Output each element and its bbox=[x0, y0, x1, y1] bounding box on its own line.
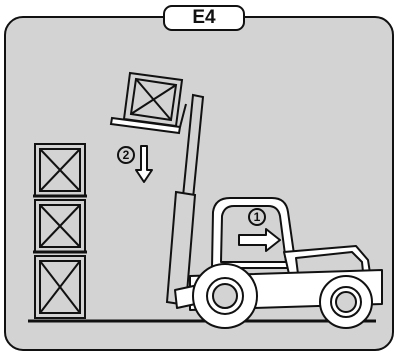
crate-stack bbox=[33, 143, 87, 319]
right-arrow-icon bbox=[238, 228, 281, 252]
crate-stack-top bbox=[34, 143, 86, 197]
step-1-marker: 1 bbox=[248, 208, 266, 226]
step-code-label: E4 bbox=[163, 5, 245, 31]
crate-stack-bottom bbox=[34, 255, 86, 319]
crate-stack-middle bbox=[34, 199, 86, 253]
lifted-crate bbox=[109, 71, 187, 135]
front-wheel bbox=[192, 263, 258, 329]
rear-wheel bbox=[319, 275, 373, 329]
down-arrow-icon bbox=[135, 145, 153, 183]
step-2-marker: 2 bbox=[117, 146, 135, 164]
